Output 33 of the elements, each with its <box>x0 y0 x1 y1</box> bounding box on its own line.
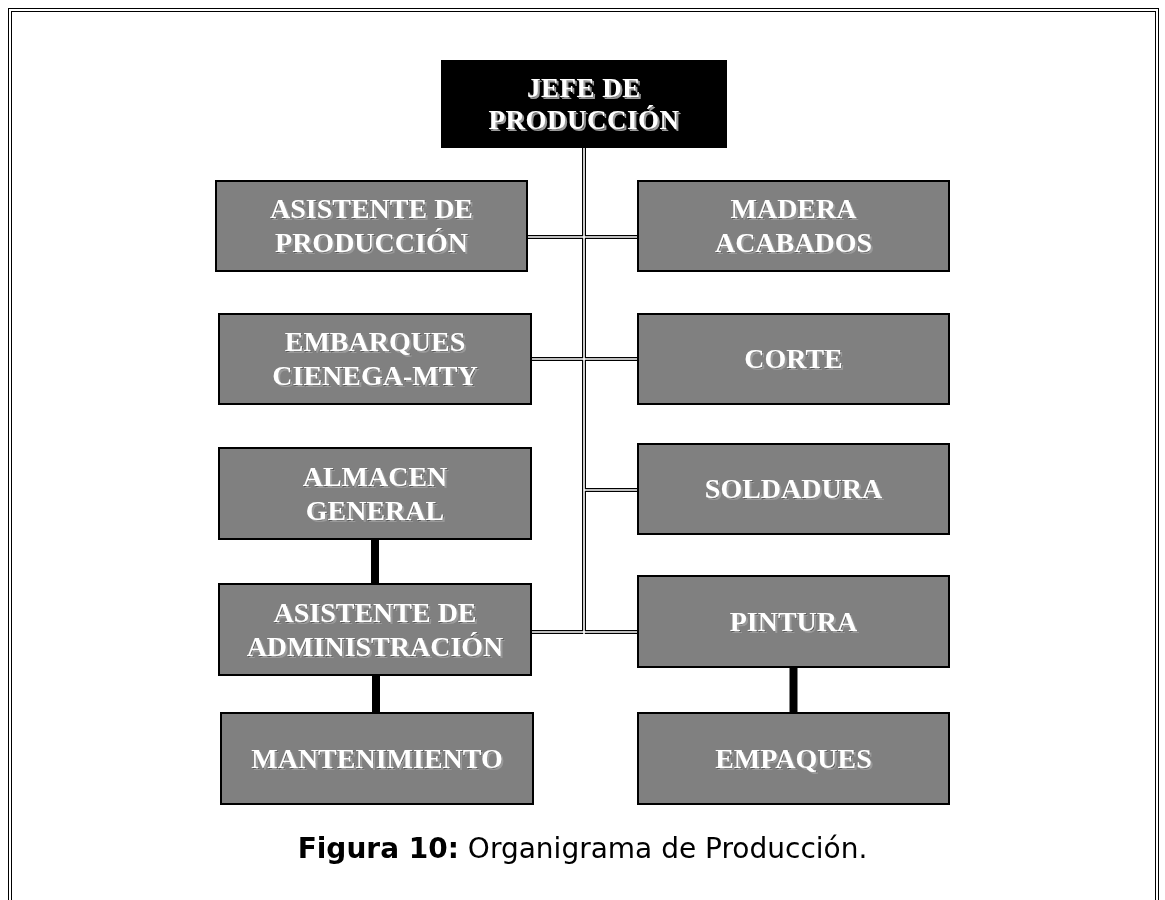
double-connector-line <box>584 488 637 492</box>
double-connector-line <box>584 357 637 361</box>
position-title: ASISTENTE DE ADMINISTRACIÓN <box>245 595 505 664</box>
position-box <box>218 583 532 676</box>
double-connector-line <box>532 357 584 361</box>
position-title: PINTURA <box>729 604 858 639</box>
connector-line <box>371 540 379 583</box>
position-title: JEFE DE PRODUCCIÓN <box>487 71 681 137</box>
position-box <box>218 313 532 405</box>
position-box <box>218 447 532 540</box>
double-connector-line <box>532 630 584 634</box>
position-title: EMBARQUES CIENEGA-MTY <box>271 325 479 393</box>
position-box <box>220 712 534 805</box>
double-connector-line <box>584 235 637 239</box>
connector-line <box>789 668 798 712</box>
position-title: EMPAQUES <box>715 741 872 776</box>
position-box <box>637 313 950 405</box>
position-title: SOLDADURA <box>704 472 883 506</box>
position-title: MANTENIMIENTO <box>251 741 503 776</box>
position-box <box>637 180 950 272</box>
connector-line <box>372 676 380 712</box>
position-title: ALMACEN GENERAL <box>301 459 449 528</box>
position-box <box>637 712 950 805</box>
double-connector-line <box>528 235 584 239</box>
position-title: ASISTENTE DE PRODUCCIÓN <box>268 192 475 260</box>
position-title: MADERA ACABADOS <box>713 192 874 260</box>
position-title: CORTE <box>744 342 843 376</box>
figure-caption: Figura 10: Organigrama de Producción. <box>296 832 869 865</box>
position-box <box>215 180 528 272</box>
position-box <box>637 575 950 668</box>
head-position-box <box>441 60 727 148</box>
double-connector-line <box>584 630 637 634</box>
position-box <box>637 443 950 535</box>
